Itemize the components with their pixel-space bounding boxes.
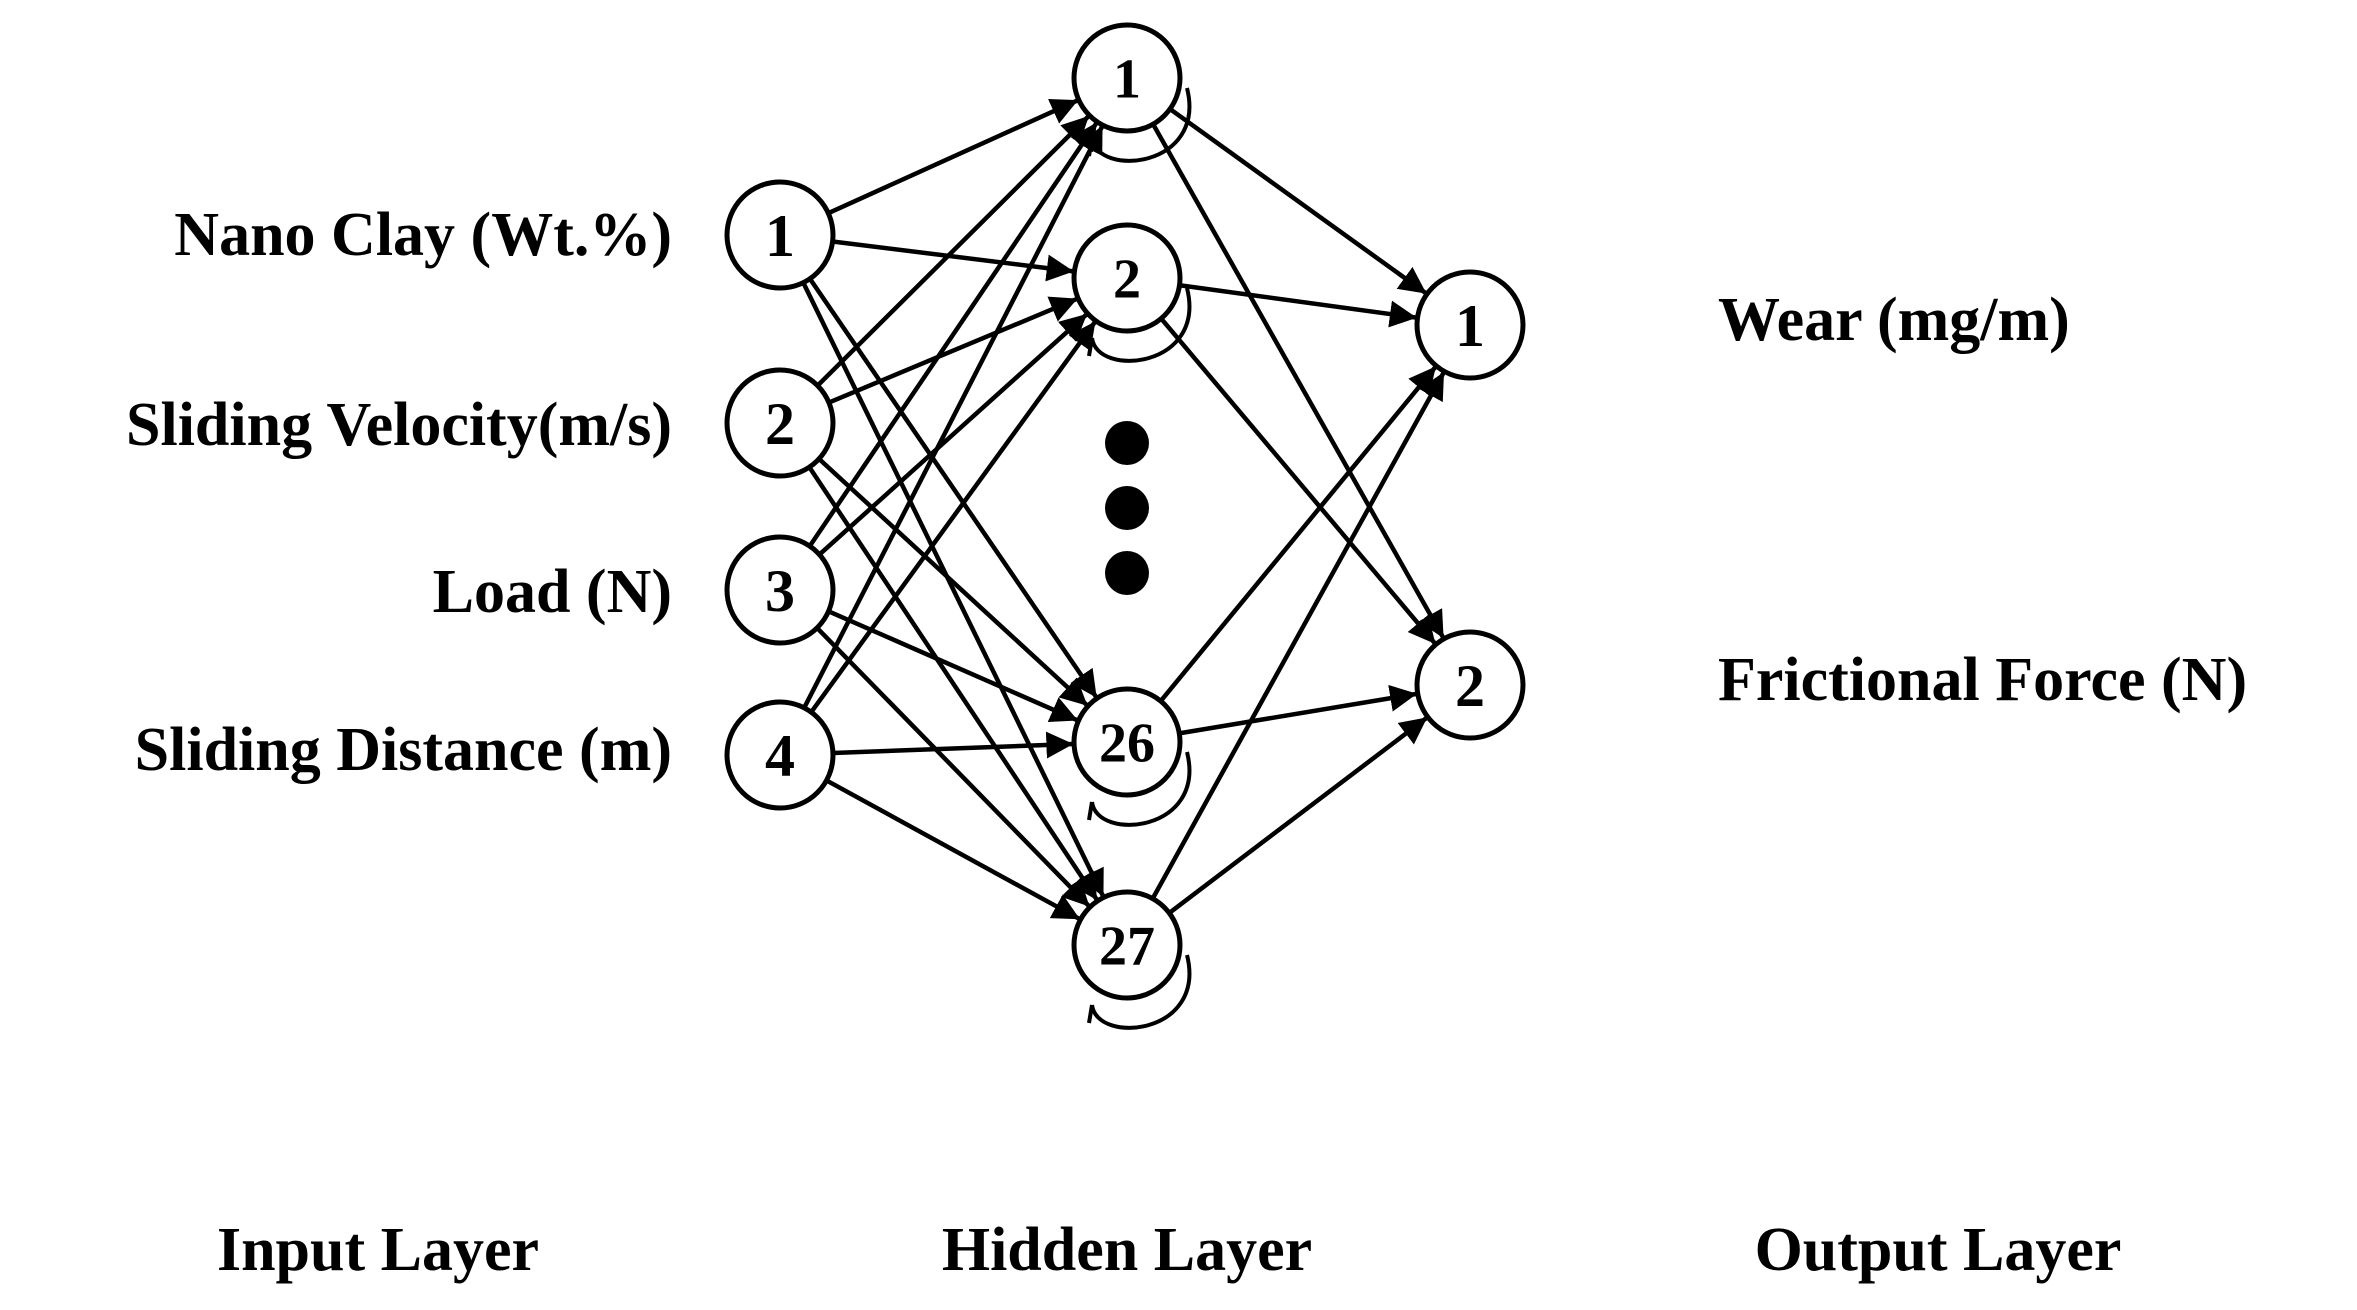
input_layer-node-number: 2 — [765, 391, 795, 457]
edge-input-3-to-hidden-1 — [807, 122, 1099, 548]
edge-input-1-to-hidden-1 — [827, 98, 1079, 216]
input_layer-node-circle — [724, 179, 836, 291]
self-loop-tail-hidden-1 — [1087, 137, 1094, 157]
edge-input-3-to-hidden-27 — [815, 626, 1091, 908]
self-loop-hidden-2 — [1090, 287, 1192, 363]
edge-hidden-2-output-2 — [1135, 291, 1437, 645]
input_layer-node-circle — [724, 367, 836, 479]
input-layer-title: Input Layer — [217, 1216, 539, 1284]
recurrent-loops — [1087, 87, 1192, 1030]
edge-input-3-to-hidden-2 — [817, 313, 1088, 557]
hidden_layer-node-circle — [1071, 686, 1183, 798]
edge-hidden-26-output-1 — [1135, 366, 1437, 728]
edge-hidden-26-output-2 — [1153, 684, 1418, 751]
edge-input-4-to-hidden-26 — [832, 731, 1074, 759]
hidden_layer-node-number: 26 — [1099, 713, 1155, 775]
nodes: 1 2 3 4 1 2 26 27 1 2 — [724, 22, 1526, 1001]
output_layer-node-1: 1 — [1414, 269, 1526, 381]
edge-input-4-to-hidden-2 — [809, 321, 1097, 714]
edge-input-2-to-hidden-1 — [815, 115, 1090, 388]
self-loop-hidden-27 — [1090, 954, 1192, 1030]
input_layer-node-4: 4 — [724, 699, 836, 811]
edge-hidden-2-output-1 — [1154, 268, 1417, 328]
edge-input-2-to-hidden-26 — [817, 457, 1089, 707]
output_layer-node-number: 2 — [1455, 653, 1485, 719]
output_layer-node-circle — [1414, 629, 1526, 741]
output-label-1: Wear (mg/m) — [1718, 286, 2070, 354]
input-label-3: Load (N) — [433, 558, 672, 626]
edge-input-1-to-hidden-27 — [801, 281, 1105, 897]
input_layer-node-3: 3 — [724, 534, 836, 646]
hidden_layer-node-4: 27 — [1071, 889, 1183, 1001]
hidden_layer-node-number: 1 — [1113, 49, 1141, 111]
input_layer-node-number: 4 — [765, 723, 795, 789]
hidden_layer-node-circle — [1071, 222, 1183, 334]
input_layer-node-1: 1 — [724, 179, 836, 291]
edge-input-4-to-hidden-27 — [825, 778, 1080, 921]
output_layer-node-2: 2 — [1414, 629, 1526, 741]
output-label-2: Frictional Force (N) — [1718, 646, 2247, 714]
edge-input-2-to-hidden-27 — [807, 465, 1099, 901]
input_layer-node-circle — [724, 699, 836, 811]
edge-hidden-1-output-1 — [1142, 84, 1427, 295]
hidden-layer-title: Hidden Layer — [942, 1216, 1312, 1284]
hidden_layer-node-number: 27 — [1099, 916, 1155, 978]
output-layer-title: Output Layer — [1755, 1216, 2122, 1284]
input_layer-node-2: 2 — [724, 367, 836, 479]
self-loop-tail-hidden-27 — [1087, 1004, 1094, 1024]
input-label-4: Sliding Distance (m) — [135, 716, 672, 784]
input-label-1: Nano Clay (Wt.%) — [174, 201, 672, 269]
input_layer-node-circle — [724, 534, 836, 646]
hidden_layer-node-circle — [1071, 889, 1183, 1001]
output_layer-node-number: 1 — [1455, 293, 1485, 359]
input-label-2: Sliding Velocity(m/s) — [126, 391, 672, 459]
connections — [801, 84, 1446, 939]
input_layer-node-number: 1 — [765, 203, 795, 269]
hidden_layer-node-2: 2 — [1071, 222, 1183, 334]
edge-input-3-to-hidden-26 — [827, 609, 1078, 723]
edge-hidden-27-output-2 — [1142, 716, 1428, 939]
edge-input-2-to-hidden-2 — [828, 296, 1078, 405]
output_layer-node-circle — [1414, 269, 1526, 381]
hidden-ellipsis — [1105, 421, 1149, 595]
edge-hidden-27-output-1 — [1129, 371, 1446, 926]
self-loop-tail-hidden-2 — [1087, 337, 1094, 357]
self-loop-hidden-1 — [1090, 87, 1192, 163]
hidden_layer-node-number: 2 — [1113, 249, 1141, 311]
hidden_layer-node-3: 26 — [1071, 686, 1183, 798]
edge-input-4-to-hidden-1 — [802, 125, 1104, 709]
input_layer-node-number: 3 — [765, 558, 795, 624]
hidden_layer-node-circle — [1071, 22, 1183, 134]
self-loop-hidden-26 — [1090, 751, 1192, 827]
self-loop-tail-hidden-26 — [1087, 801, 1094, 821]
hidden_layer-node-1: 1 — [1071, 22, 1183, 134]
